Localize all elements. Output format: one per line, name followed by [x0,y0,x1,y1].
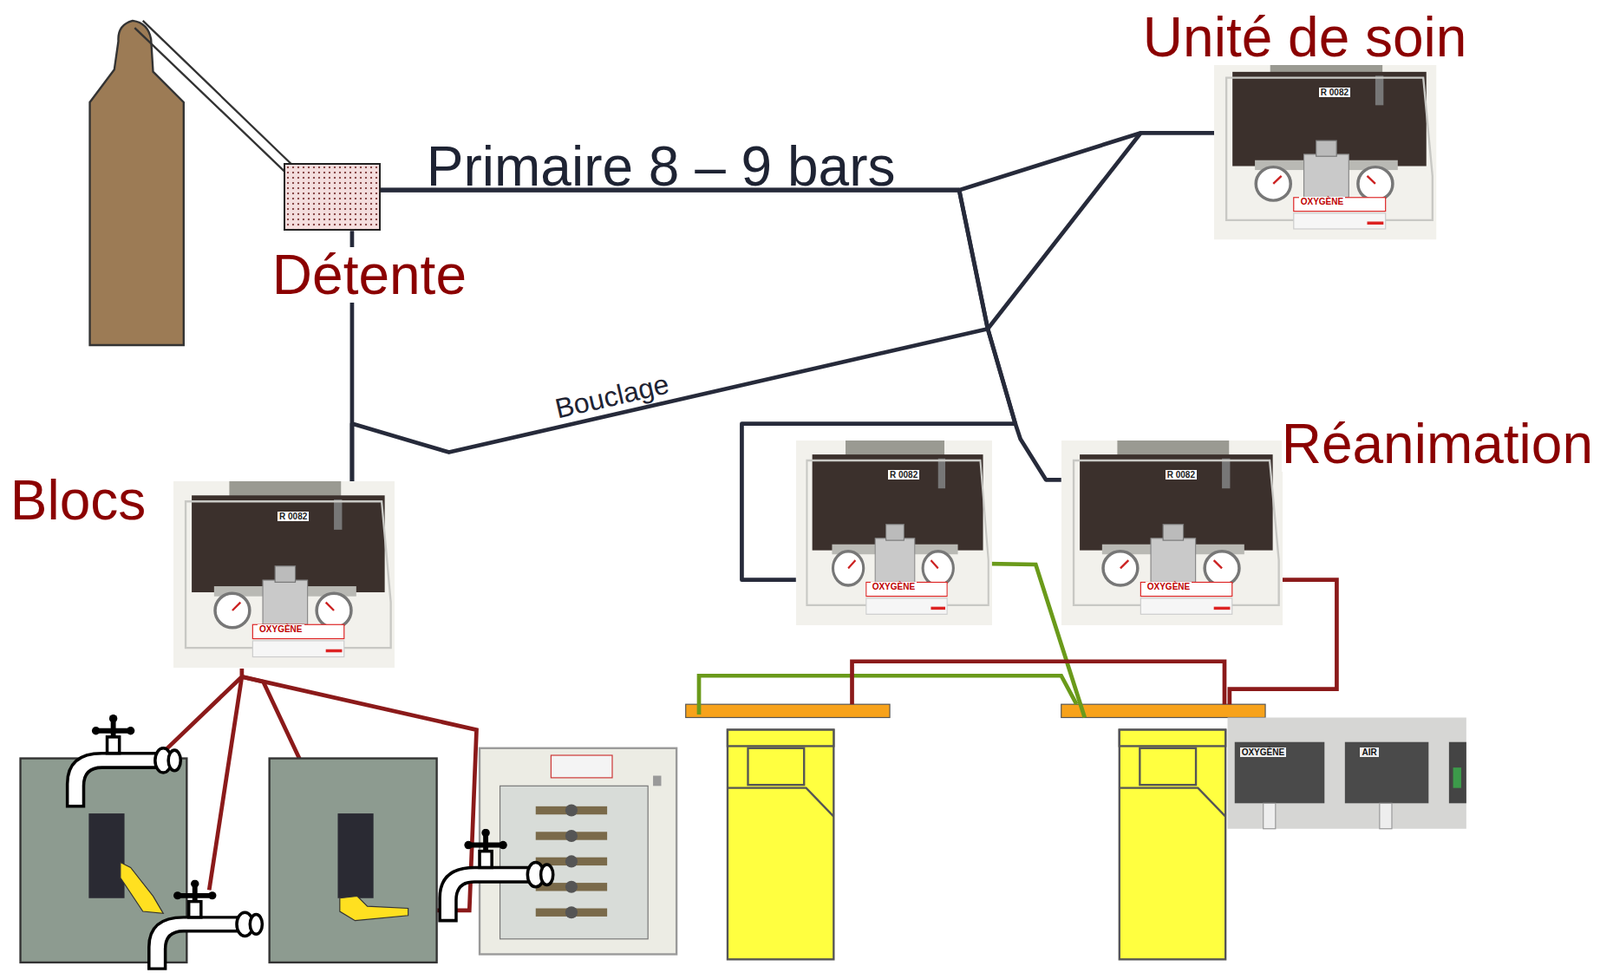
bed [727,730,1226,960]
plate-label: OXYGÈNE [870,581,917,592]
red-pipe [208,676,242,890]
faucet [67,714,554,969]
wall-outlets [1379,803,1392,829]
bed [727,788,834,817]
valve-panel [565,803,578,919]
bed [727,730,834,960]
wall-outlets [1453,767,1462,789]
regulator-photo [173,481,395,668]
outlet-label: AIR [1359,747,1378,758]
valve-panel [550,755,613,778]
regulator-photo [1214,58,1437,240]
plate-label: R 0082 [277,511,309,522]
bed-rail [1061,704,1266,718]
operating-room [88,813,125,899]
wall-outlets [1263,803,1276,829]
operating-room [337,813,373,899]
gas-cylinder [90,20,293,346]
bed [727,730,834,747]
bed-rail [685,704,890,718]
regulator-photo [796,440,993,626]
red-pipe [852,661,1225,705]
wall-outlets [1449,742,1467,804]
pipe-label: Primaire 8 – 9 bars [426,143,896,190]
wall-outlets [1227,717,1467,829]
valve-panel [565,829,578,843]
faucet [439,829,554,921]
valve-panel [479,748,677,955]
valve-panel [500,785,649,939]
regulator-photo [796,440,993,626]
bed [1119,788,1226,817]
regulator-photo [1214,58,1437,240]
valve-panel [565,803,578,817]
bed [1119,730,1226,960]
faucet [67,714,182,807]
valve-panel [535,806,608,917]
regulator-box: BlocsR 0082OXYGÈNE [173,481,395,668]
regulator-photo [1061,440,1283,626]
node-heading: Détente [272,247,467,303]
valve-panel [565,855,578,868]
regulator-photo [1061,440,1283,626]
node-heading: Réanimation [1281,416,1594,472]
wall-outlets [1234,742,1326,804]
plate-label: R 0082 [1165,470,1197,480]
valve-panel [565,906,578,919]
gas-cylinder [134,20,292,172]
gas-pipe [352,132,1215,482]
bed-rail [685,704,1266,718]
green-pipe [698,563,1085,719]
plate-label: OXYGÈNE [1145,581,1192,592]
regulator-box: RéanimationR 0082OXYGÈNE [1061,440,1283,626]
regulator-box: Unité de soinR 0082OXYGÈNE [1214,58,1437,240]
valve-panel [565,881,578,894]
bed [747,748,804,785]
node-heading: Blocs [10,472,147,529]
operating-room [120,862,164,915]
plate-label: R 0082 [1319,87,1351,98]
valve-panel [653,776,661,787]
pressure-reducer: Détente [283,163,381,231]
operating-room [269,758,438,963]
regulator-photo [173,481,395,668]
red-pipe [165,668,242,751]
bed [1119,730,1226,747]
plate-label: OXYGÈNE [1299,196,1346,207]
gas-cylinder [90,20,184,346]
wall-outlets [1345,742,1429,804]
plate-label: R 0082 [888,470,920,480]
bed [1139,748,1196,785]
faucet [149,880,263,970]
node-heading: Unité de soin [1142,9,1468,66]
valve-panel [479,748,677,955]
wall-outlets [1227,717,1467,829]
outlet-label: OXYGÈNE [1240,747,1287,758]
green-pipe [698,675,1077,715]
plate-label: OXYGÈNE [257,624,304,634]
operating-room [339,895,409,921]
regulator-box: R 0082OXYGÈNE [796,440,993,626]
gas-pipe [380,132,1215,190]
